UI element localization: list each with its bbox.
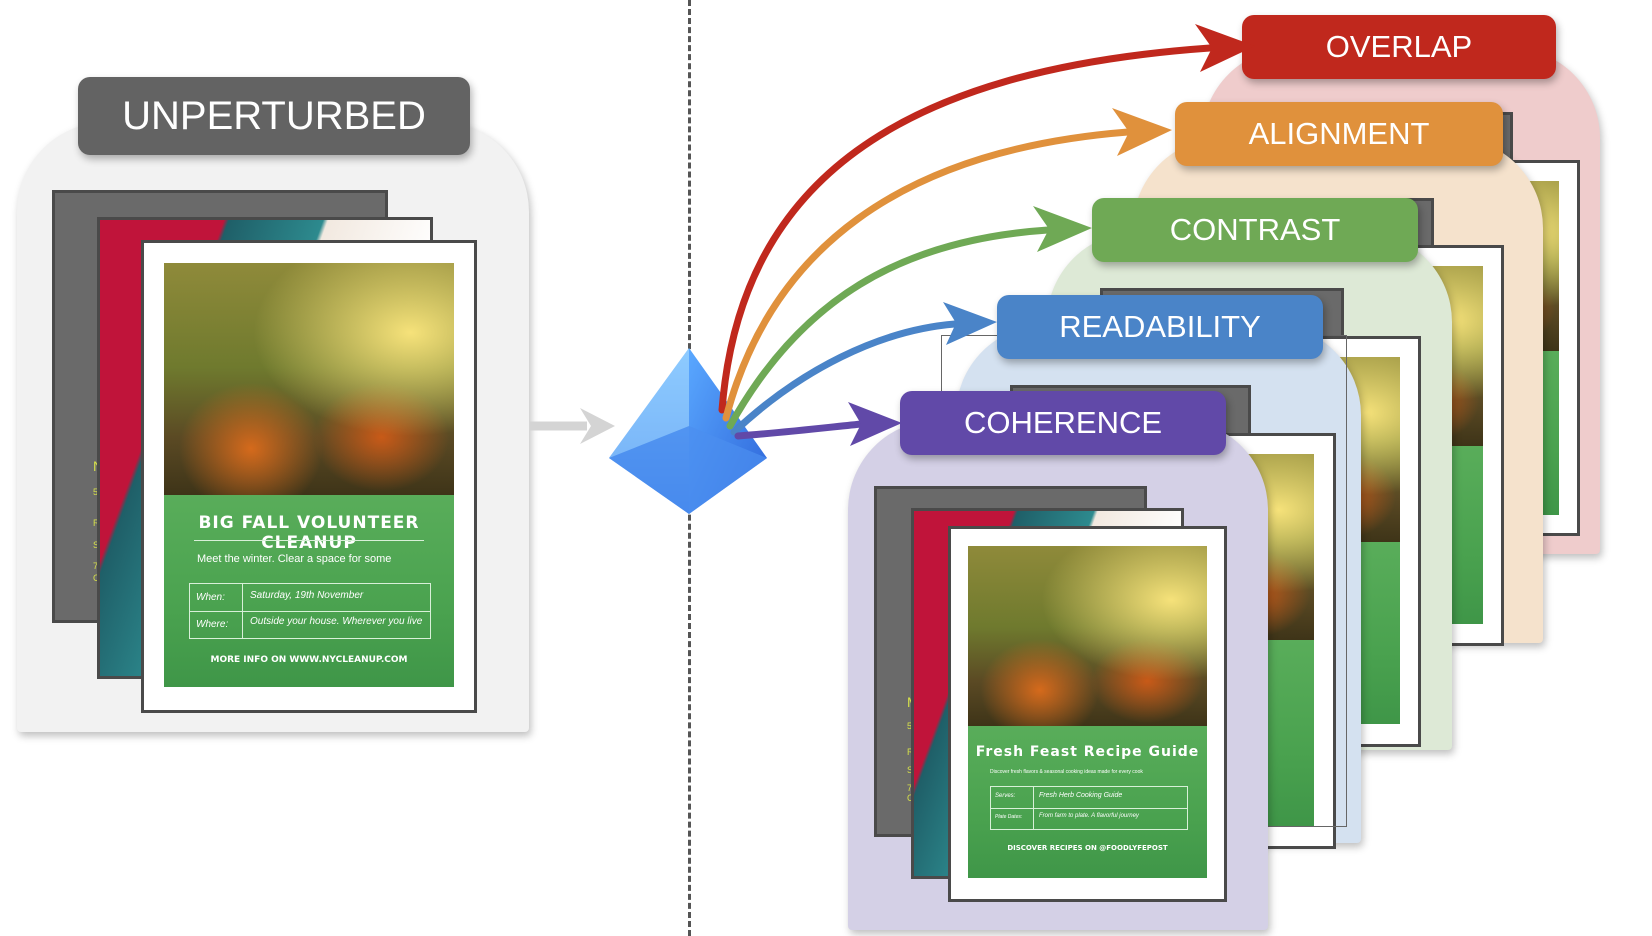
readability-arrowhead (943, 302, 997, 345)
when-label: When: (196, 592, 225, 603)
overlap-arrow (718, 44, 1214, 414)
poster-faint-text: S (907, 765, 914, 775)
input-arrow (530, 408, 615, 444)
coherence-poster-subtitle: Discover fresh flavors & seasonal cookin… (990, 769, 1143, 775)
plate-dates-value: From farm to plate. A flavorful journey (1039, 813, 1139, 819)
poster-page: BIG FALL VOLUNTEER CLEANUP Meet the wint… (141, 240, 477, 713)
poster-title-underline (194, 540, 424, 541)
coherence-label: COHERENCE (900, 391, 1226, 455)
poster-faint-text: 7 (907, 783, 913, 793)
coherence-poster-photo (968, 546, 1207, 726)
poster-green-area: BIG FALL VOLUNTEER CLEANUP Meet the wint… (164, 495, 454, 687)
alignment-arrow (722, 128, 1132, 422)
coherence-poster-info-table: Serves: Fresh Herb Cooking Guide Plate D… (990, 786, 1188, 830)
poster-footer: MORE INFO ON WWW.NYCLEANUP.COM (210, 655, 408, 665)
poster-faint-text: S (93, 540, 100, 550)
overlap-label: OVERLAP (1242, 15, 1556, 79)
readability-arrow (730, 320, 959, 436)
coherence-poster-page: Fresh Feast Recipe Guide Discover fresh … (948, 526, 1227, 902)
coherence-poster-title: Fresh Feast Recipe Guide (975, 744, 1200, 760)
coherence-arrow (734, 420, 866, 440)
contrast-arrow (726, 226, 1052, 430)
alignment-label: ALIGNMENT (1175, 102, 1503, 166)
readability-label: READABILITY (997, 295, 1323, 359)
poster-subtitle: Meet the winter. Clear a space for some (197, 553, 392, 565)
poster-photo (164, 263, 454, 495)
unperturbed-label: UNPERTURBED (78, 77, 470, 155)
coherence-poster-green-area: Fresh Feast Recipe Guide Discover fresh … (968, 726, 1207, 878)
poster-faint-text: 5 (907, 721, 913, 731)
when-value: Saturday, 19th November (250, 590, 364, 601)
model-pyramid-icon (609, 348, 767, 514)
plate-dates-label: Plate Dates: (995, 814, 1023, 820)
coherence-poster-footer: DISCOVER RECIPES ON @FOODLYFEPOST (1007, 844, 1168, 852)
poster-faint-text: C (93, 573, 100, 583)
coherence-arrowhead (848, 402, 902, 446)
alignment-arrowhead (1112, 108, 1172, 156)
poster-faint-text: 5 (93, 487, 99, 497)
serves-label: Serves: (995, 793, 1016, 799)
poster-faint-text: 7 (93, 561, 99, 571)
poster-faint-text: C (907, 793, 914, 803)
contrast-arrowhead (1033, 206, 1092, 252)
where-label: Where: (196, 619, 229, 630)
poster-faint-text: R (93, 518, 100, 528)
poster-info-table: When: Saturday, 19th November Where: Out… (189, 583, 431, 639)
contrast-label: CONTRAST (1092, 198, 1418, 262)
poster-faint-text: R (907, 747, 914, 757)
poster-title: BIG FALL VOLUNTEER CLEANUP (198, 513, 420, 553)
where-value: Outside your house. Wherever you live (250, 616, 423, 627)
overlap-arrowhead (1195, 24, 1255, 72)
serves-value: Fresh Herb Cooking Guide (1039, 792, 1123, 799)
